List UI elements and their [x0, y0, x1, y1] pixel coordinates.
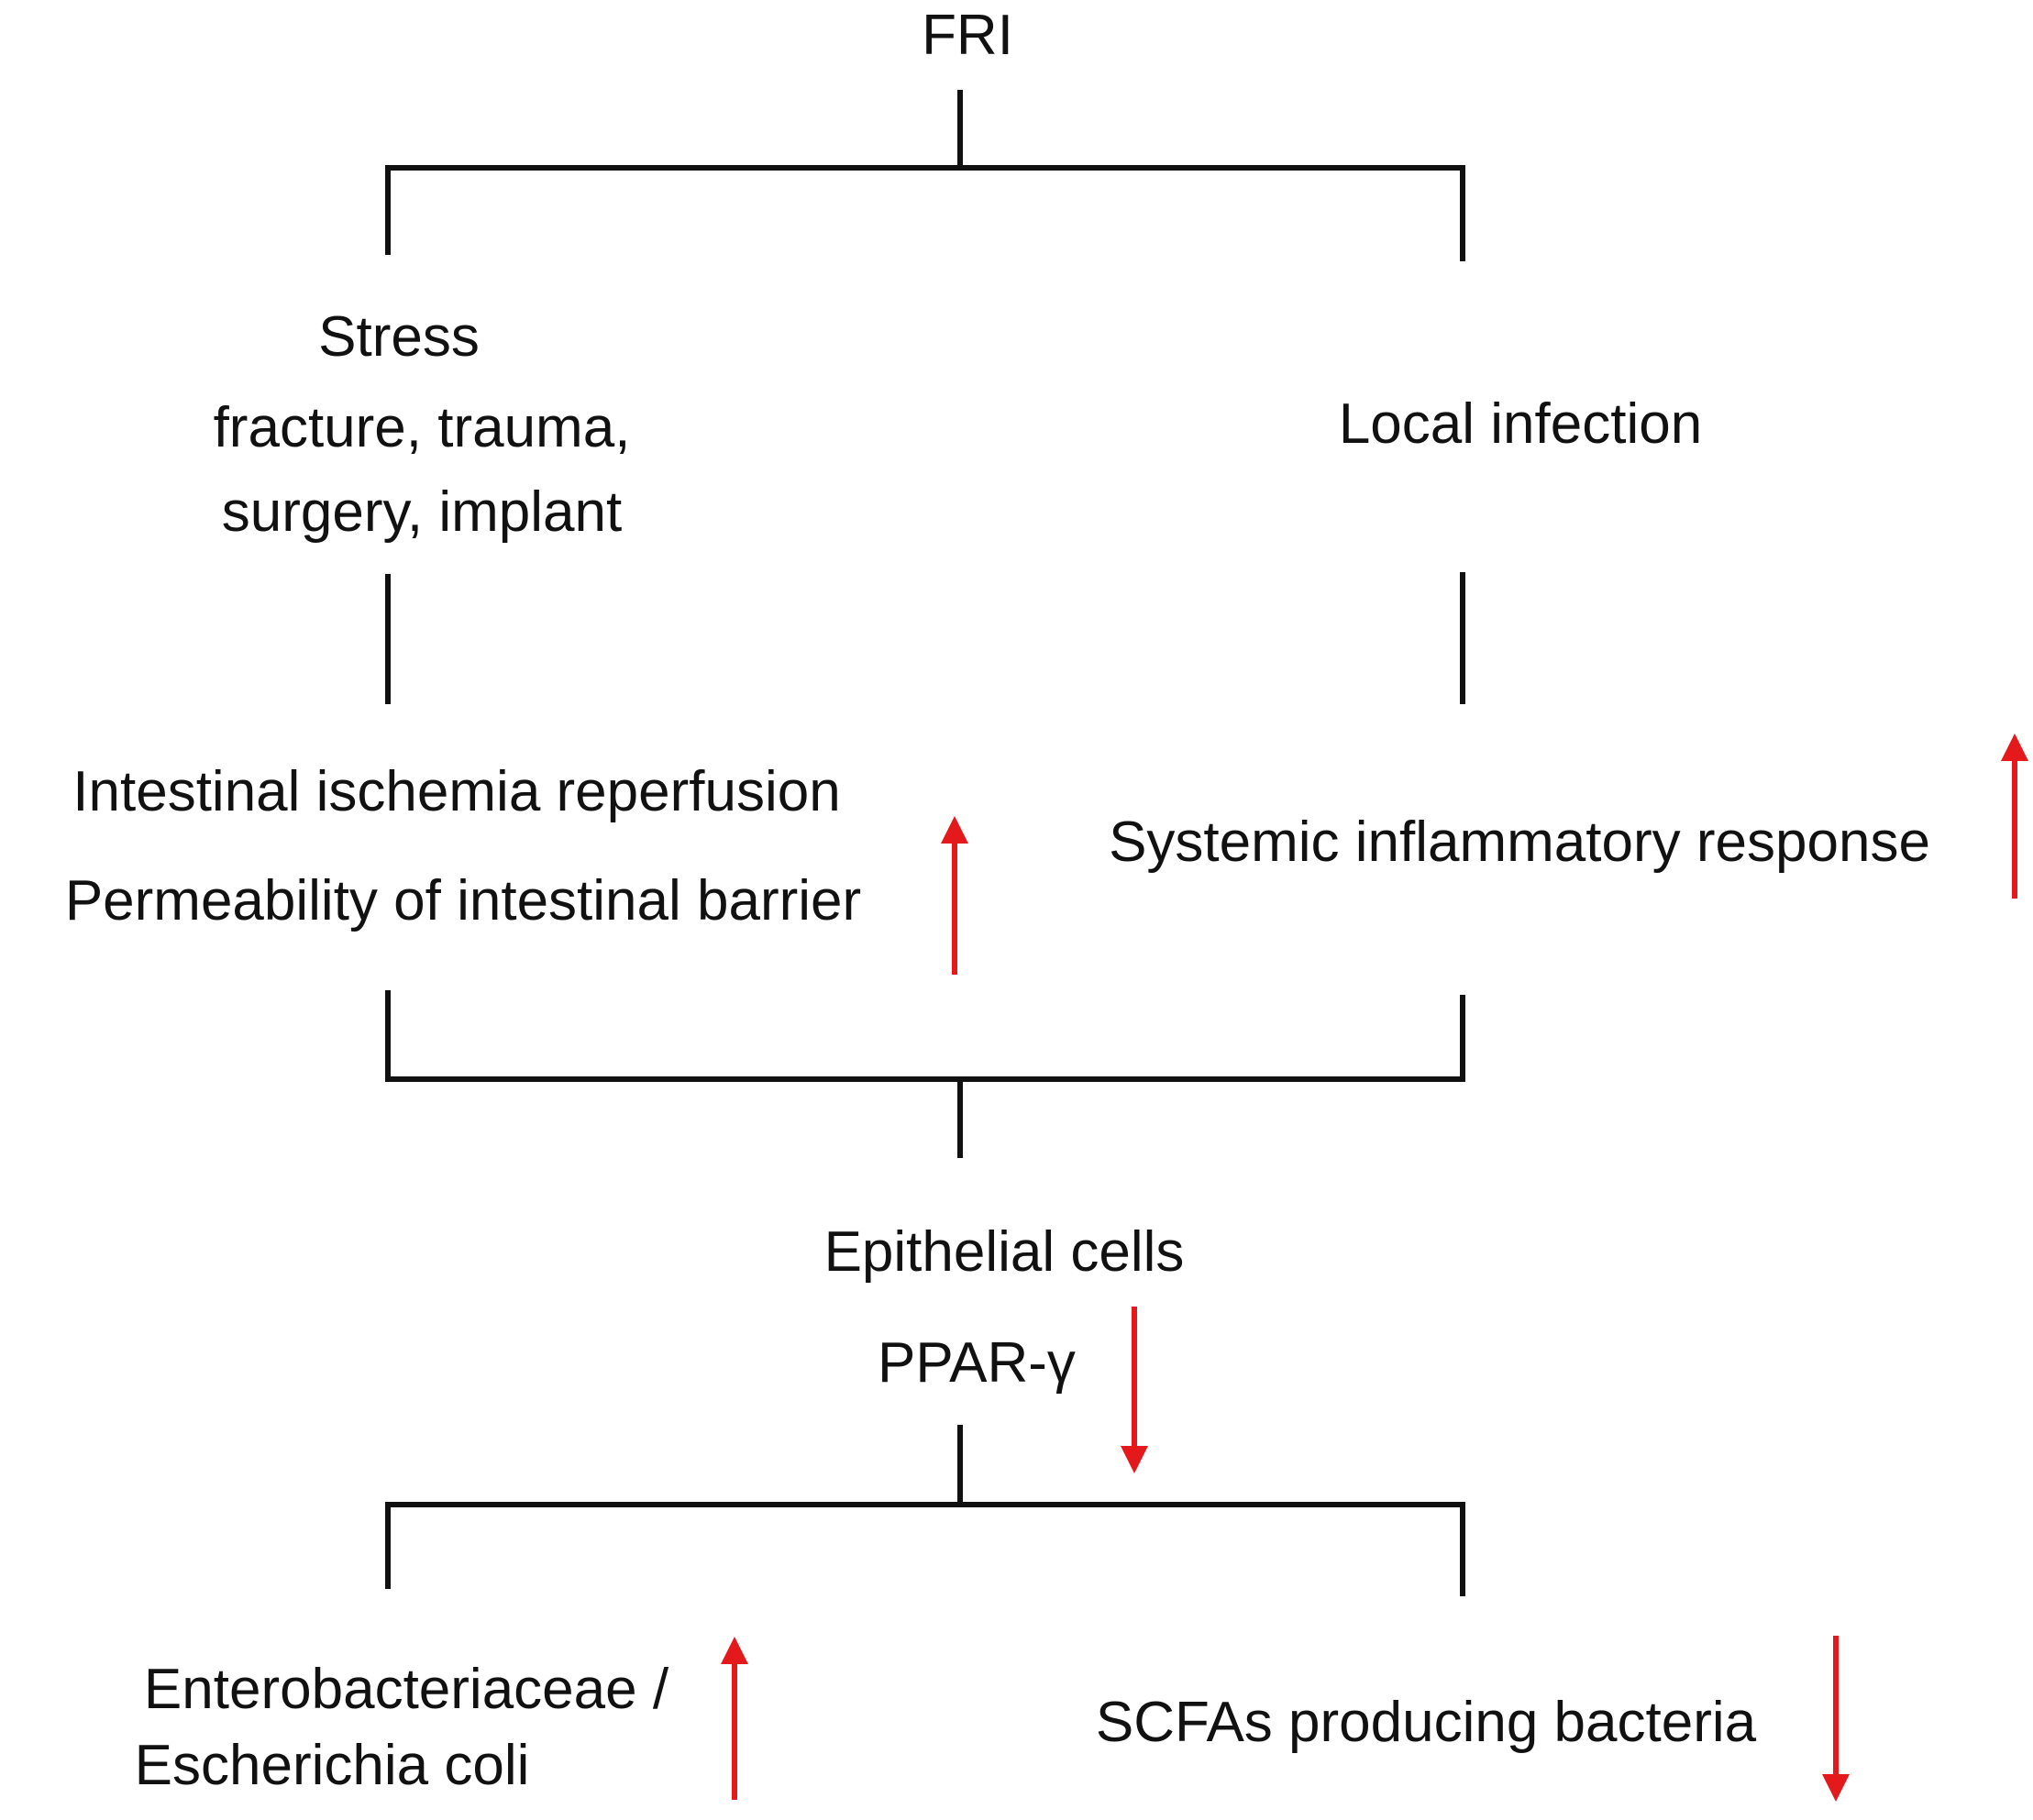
connector-final-bracket	[385, 1502, 1465, 1596]
connector-merge-bracket	[385, 990, 1465, 1082]
outcome-right: SCFAs producing bacteria	[1095, 1691, 1757, 1754]
indicator-arrows	[721, 734, 2028, 1802]
left-branch-causes-line2: surgery, implant	[221, 480, 623, 544]
left-branch-causes-line1: fracture, trauma,	[213, 396, 631, 459]
connector-root-bracket	[385, 165, 1465, 261]
left-effect-line1: Intestinal ischemia reperfusion	[72, 760, 841, 823]
connector-lines	[385, 90, 1465, 1596]
merge-line1: Epithelial cells	[823, 1220, 1185, 1284]
right-effect: Systemic inflammatory response	[1109, 811, 1930, 874]
outcome-left-line1: Enterobacteriaceae /	[143, 1658, 669, 1721]
right-branch-title: Local infection	[1338, 392, 1703, 456]
outcome-left-line2: Escherichia coli	[134, 1734, 530, 1797]
left-branch-title: Stress	[318, 305, 480, 369]
left-effect-line2: Permeability of intestinal barrier	[64, 869, 862, 932]
merge-line2: PPAR-γ	[878, 1331, 1076, 1395]
root-label: FRI	[922, 4, 1013, 67]
